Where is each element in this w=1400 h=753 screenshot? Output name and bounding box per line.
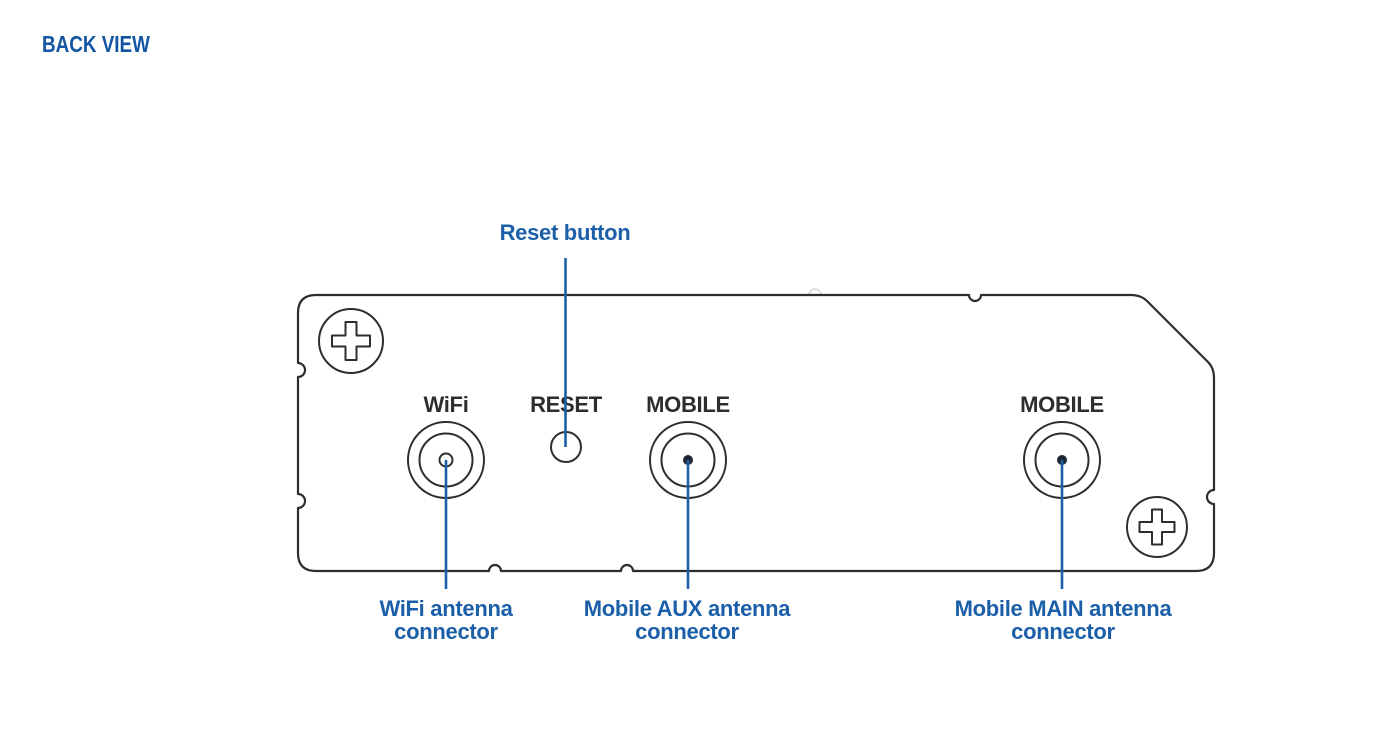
phillips-screw-top-left-icon xyxy=(318,308,384,374)
panel-label-wifi: WiFi xyxy=(423,392,468,417)
page-title: BACK VIEW xyxy=(42,31,150,57)
screw-head xyxy=(1126,496,1188,558)
callout-reset-label: Reset button xyxy=(500,220,631,245)
callout-mobile-aux-label-line2: connector xyxy=(635,619,739,644)
panel-label-mobile-aux: MOBILE xyxy=(646,392,730,417)
device-outline xyxy=(296,293,1216,573)
callout-mobile-aux-label-line1: Mobile AUX antenna xyxy=(584,596,792,621)
callout-mobile-main-label-line2: connector xyxy=(1011,619,1115,644)
phillips-screw-bottom-right-icon xyxy=(1126,496,1188,558)
screw-head xyxy=(318,308,384,374)
screw-cross-icon xyxy=(331,321,371,361)
callout-wifi-label-line1: WiFi antenna xyxy=(379,596,513,621)
callout-wifi-label-line2: connector xyxy=(394,619,498,644)
screw-cross-icon xyxy=(1138,508,1176,546)
panel-label-mobile-main: MOBILE xyxy=(1020,392,1104,417)
panel-seam-notch xyxy=(808,288,822,296)
callout-mobile-main-label-line1: Mobile MAIN antenna xyxy=(955,596,1173,621)
